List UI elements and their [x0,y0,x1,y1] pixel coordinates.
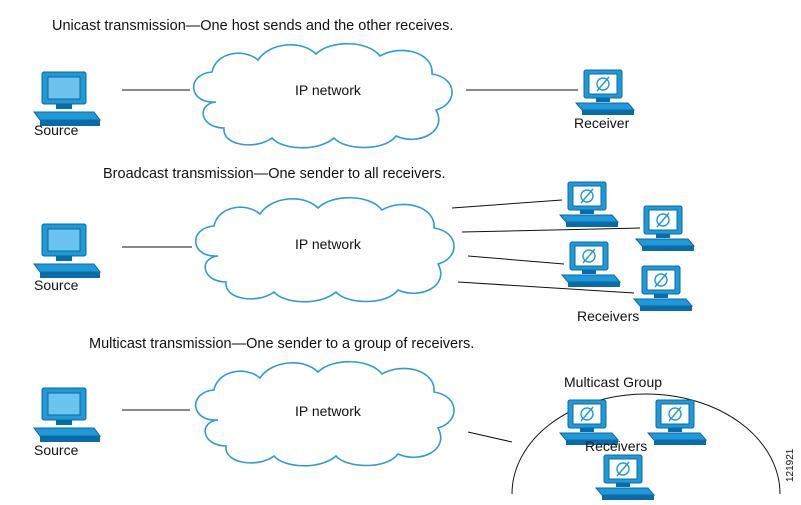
broadcast-receiver-4-icon [633,265,693,312]
unicast-source-computer-icon [33,71,101,127]
multicast-group-circle [511,393,781,495]
unicast-receiver-computer-icon [575,69,635,116]
unicast-source-label: Source [34,122,79,138]
multicast-receiver-2-icon [647,399,707,446]
multicast-receivers-label: Receivers [585,438,647,454]
broadcast-link-4 [457,281,635,294]
broadcast-caption: Broadcast transmission—One sender to all… [103,166,446,182]
figure-id: 121921 [785,448,796,482]
broadcast-receivers-label: Receivers [577,308,639,324]
multicast-source-computer-icon [33,387,101,443]
unicast-receiver-label: Receiver [574,115,630,131]
multicast-network-label: IP network [295,403,362,419]
broadcast-source-label: Source [34,277,79,293]
broadcast-receiver-2-icon [635,205,695,252]
multicast-group-link [467,431,513,443]
multicast-caption: Multicast transmission—One sender to a g… [89,336,474,352]
broadcast-link-3 [467,255,565,265]
broadcast-link-2 [461,227,641,233]
unicast-caption: Unicast transmission—One host sends and … [52,18,453,34]
broadcast-source-computer-icon [33,223,101,279]
broadcast-link-1 [451,199,563,209]
multicast-receiver-3-icon [595,454,655,501]
multicast-source-label: Source [34,442,79,458]
broadcast-network-label: IP network [295,236,362,252]
broadcast-receiver-3-icon [561,241,621,288]
broadcast-receiver-1-icon [559,181,619,228]
unicast-network-label: IP network [295,82,362,98]
multicast-group-label: Multicast Group [564,374,662,390]
